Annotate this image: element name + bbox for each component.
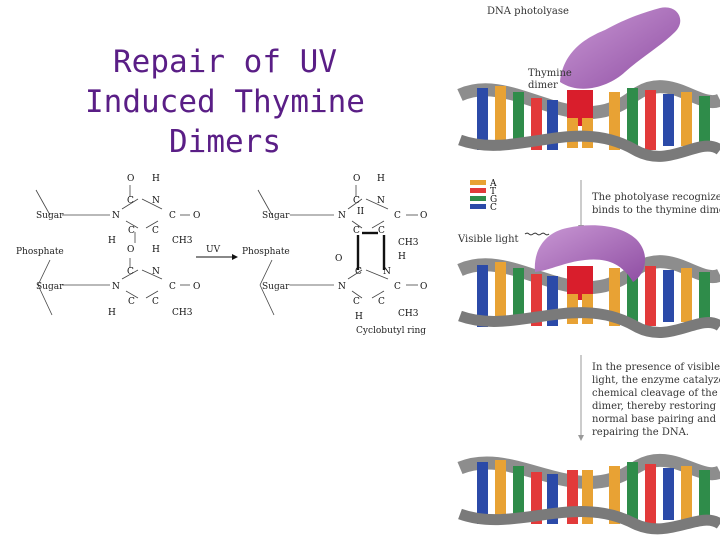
atom-c: C [127,267,134,277]
atom-n: N [112,282,120,292]
title-line-3: Dimers [169,124,281,160]
atom-c: C [353,297,360,307]
atom-c: C [355,267,362,277]
atom-o: O [193,211,200,221]
atom-o: O [127,245,134,255]
phosphate-label: Phosphate [16,247,64,257]
atom-h: II [357,207,365,217]
sugar-label: Sugar [36,211,64,221]
dna-helix-repaired [457,453,720,535]
dimer-label: dimer [528,80,558,91]
step2-text: dimer, thereby restoring [592,401,717,412]
methyl-group: CH3 [172,236,193,246]
atom-o: O [353,174,360,184]
atom-n: N [152,196,160,206]
cyclobutyl-label: Cyclobutyl ring [356,326,426,336]
atom-h: H [152,174,160,184]
uv-label: UV [206,245,221,255]
atom-c: C [152,297,159,307]
atom-h: H [377,174,385,184]
dna-helix-damaged [457,80,720,162]
atom-n: N [112,211,120,221]
atom-h: H [398,252,406,262]
base-legend: A T G C [470,179,497,213]
phosphate-label: Phosphate [242,247,290,257]
visible-light-label: Visible light [457,234,519,245]
atom-c: C [169,282,176,292]
legend-guanine: G [490,195,497,205]
atom-h: H [108,236,116,246]
atom-n: N [383,267,391,277]
atom-o: O [335,254,342,264]
atom-n: N [377,196,385,206]
atom-h: H [152,245,160,255]
atom-o: O [420,211,427,221]
atom-c: C [127,196,134,206]
atom-c: C [128,226,135,236]
photolyase-enzyme [560,7,681,89]
legend-adenine: A [489,179,497,189]
step1-text: binds to the thymine dimer. [592,205,720,216]
atom-c: C [152,226,159,236]
sugar-label: Sugar [36,282,64,292]
slide-title: Repair of UV Induced Thymine Dimers [40,42,410,162]
title-line-1: Repair of UV [113,44,337,80]
atom-c: C [378,297,385,307]
methyl-group: CH3 [398,309,419,319]
atom-o: O [127,174,134,184]
methyl-group: CH3 [172,308,193,318]
atom-n: N [338,282,346,292]
step2-text: light, the enzyme catalyzes [592,375,720,386]
dna-helix-bound [457,255,720,338]
enzyme-label: DNA photolyase [487,6,569,17]
atom-c: C [353,226,360,236]
step2-text: normal base pairing and [592,414,717,425]
methyl-group: CH3 [398,238,419,248]
atom-c: C [128,297,135,307]
atom-o: O [193,282,200,292]
photolyase-repair-figure: DNA photolyase Thymine dimer A T G C The… [457,6,720,535]
atom-n: N [152,267,160,277]
atom-c: C [353,196,360,206]
atom-c: C [169,211,176,221]
photolyase-bound [534,225,646,282]
step2-text: chemical cleavage of the [592,388,718,399]
dimer-label: Thymine [528,68,572,79]
step2-text: repairing the DNA. [592,427,689,438]
atom-c: C [378,226,385,236]
atom-h: H [355,312,363,322]
title-line-2: Induced Thymine [85,84,365,120]
legend-cytosine: C [490,203,497,213]
atom-h: H [108,308,116,318]
sugar-label: Sugar [262,282,290,292]
atom-c: C [394,282,401,292]
sugar-label: Sugar [262,211,290,221]
step1-text: The photolyase recognizes and [592,192,720,203]
atom-o: O [420,282,427,292]
step2-text: In the presence of visible [592,362,720,373]
atom-c: C [394,211,401,221]
atom-n: N [338,211,346,221]
legend-thymine: T [490,187,496,197]
thymine-dimer-reaction: O H C N Sugar N C O C C H CH3 O H Phosph… [16,174,427,336]
